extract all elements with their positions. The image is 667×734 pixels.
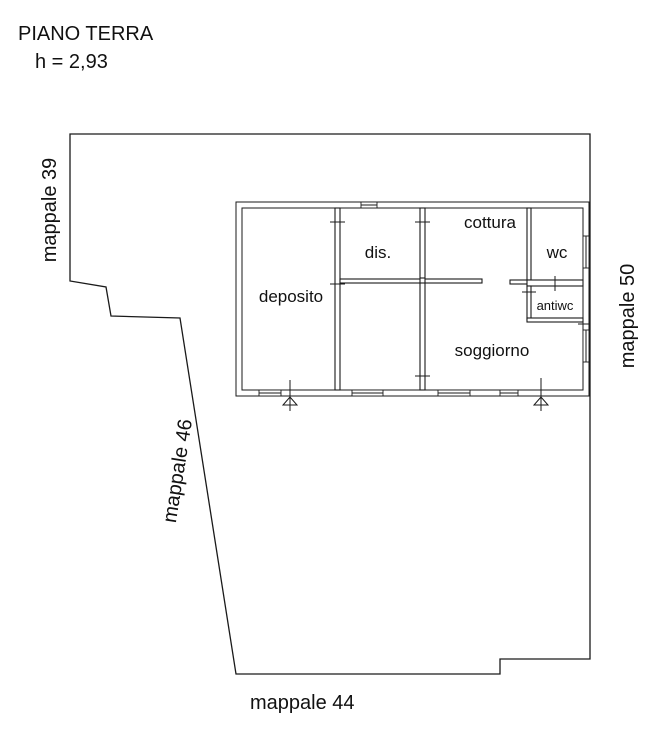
- wall-wc-left: [526, 207, 532, 281]
- building-inner-wall: [241, 207, 584, 391]
- boundary-label-left-diagonal: mappale 46: [159, 418, 197, 525]
- entrance-marker-right-icon: [532, 396, 550, 406]
- building: [235, 201, 590, 411]
- lot-boundary: [69, 133, 591, 675]
- boundary-label-left-top: mappale 39: [39, 158, 61, 263]
- wall-dis-bottom: [339, 278, 421, 284]
- wall-antiwc-bottom: [526, 317, 584, 323]
- wall-cottura-partial-right: [509, 279, 529, 285]
- wall-dis-cottura-lower: [419, 282, 426, 391]
- room-label-antiwc: antiwc: [537, 298, 574, 313]
- boundary-label-bottom: mappale 44: [250, 692, 355, 714]
- wall-deposito: [334, 207, 341, 391]
- ceiling-height: h = 2,93: [35, 51, 108, 73]
- room-label-deposito: deposito: [259, 287, 323, 306]
- entrance-marker-left-icon: [281, 396, 299, 406]
- wall-dis-cottura-upper: [419, 207, 426, 279]
- wall-antiwc-left: [526, 285, 532, 321]
- room-label-cottura: cottura: [464, 213, 517, 232]
- plan-title: PIANO TERRA: [18, 23, 154, 45]
- building-outer-wall: [235, 201, 590, 397]
- boundary-label-right: mappale 50: [617, 264, 639, 369]
- room-label-wc: wc: [546, 243, 568, 262]
- room-label-dis: dis.: [365, 243, 391, 262]
- wall-cottura-partial-left: [424, 278, 483, 284]
- room-label-soggiorno: soggiorno: [455, 341, 530, 360]
